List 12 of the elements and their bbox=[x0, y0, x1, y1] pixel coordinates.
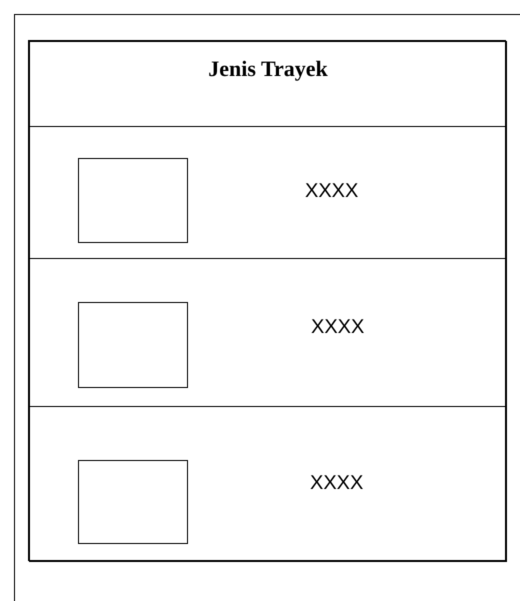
header-title: Jenis Trayek bbox=[207, 56, 329, 82]
header-row bbox=[29, 41, 507, 127]
table-row bbox=[29, 406, 507, 562]
table-row bbox=[29, 258, 507, 407]
empty-box bbox=[78, 460, 188, 544]
table-frame bbox=[28, 40, 506, 561]
empty-box bbox=[78, 302, 188, 388]
row-label: XXXX bbox=[311, 316, 364, 339]
row-label: XXXX bbox=[310, 472, 364, 495]
empty-box bbox=[78, 158, 188, 243]
table-row bbox=[29, 126, 507, 259]
row-label: XXXX bbox=[305, 180, 358, 203]
